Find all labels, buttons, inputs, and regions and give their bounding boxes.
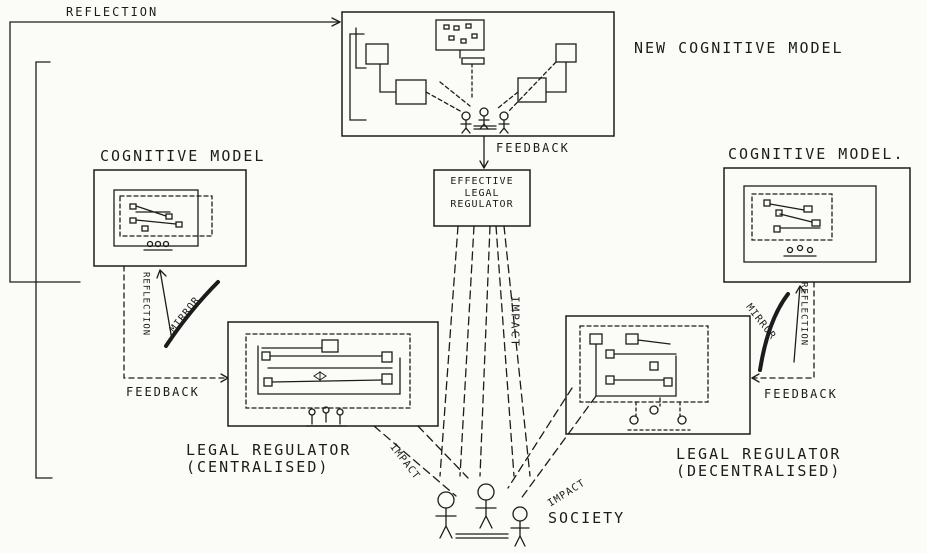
society-label: SOCIETY (548, 509, 626, 527)
reflection-loop (9, 17, 341, 479)
feedback-center-label: FEEDBACK (496, 141, 570, 155)
feedback-right-label: FEEDBACK (764, 387, 838, 401)
centralised-label: LEGAL REGULATOR (CENTRALISED) (186, 441, 352, 477)
impact-center-label: IMPACT (508, 296, 522, 348)
centralised-regulator-box (227, 321, 439, 427)
new-cognitive-model-label: NEW COGNITIVE MODEL (634, 39, 844, 57)
society-figures (435, 483, 530, 547)
decentralised-label: LEGAL REGULATOR (DECENTRALISED) (676, 445, 842, 481)
right-cognitive-model-label: COGNITIVE MODEL. (728, 145, 905, 163)
left-mirror-loop (123, 265, 229, 383)
feedback-left-label: FEEDBACK (126, 385, 200, 399)
centralised-line-1: LEGAL REGULATOR (186, 441, 352, 459)
effective-line-3: REGULATOR (450, 199, 514, 210)
feedback-center-arrow (479, 135, 489, 169)
centralised-line-2: (CENTRALISED) (186, 458, 330, 477)
effective-line-1: EFFECTIVE (450, 176, 514, 187)
effective-legal-regulator-label: EFFECTIVE LEGAL REGULATOR (434, 176, 530, 211)
decentralised-line-2: (DECENTRALISED) (676, 462, 842, 481)
left-cognitive-model-label: COGNITIVE MODEL (100, 147, 266, 165)
right-mirror-loop (751, 281, 815, 383)
impact-lines (373, 225, 597, 501)
reflection-left-label: REFLECTION (140, 272, 151, 337)
reflection-top-label: REFLECTION (66, 5, 159, 19)
decentralised-line-1: LEGAL REGULATOR (676, 445, 842, 463)
decentralised-regulator-box (565, 315, 751, 435)
outer-bracket (35, 61, 53, 479)
effective-line-2: LEGAL (464, 187, 500, 199)
reflection-right-label: REFLECTION (798, 282, 809, 347)
effective-legal-regulator-box (433, 169, 531, 227)
right-cognitive-model-box (723, 167, 911, 283)
new-cognitive-model-box (341, 11, 615, 137)
left-cognitive-model-box (93, 169, 247, 267)
